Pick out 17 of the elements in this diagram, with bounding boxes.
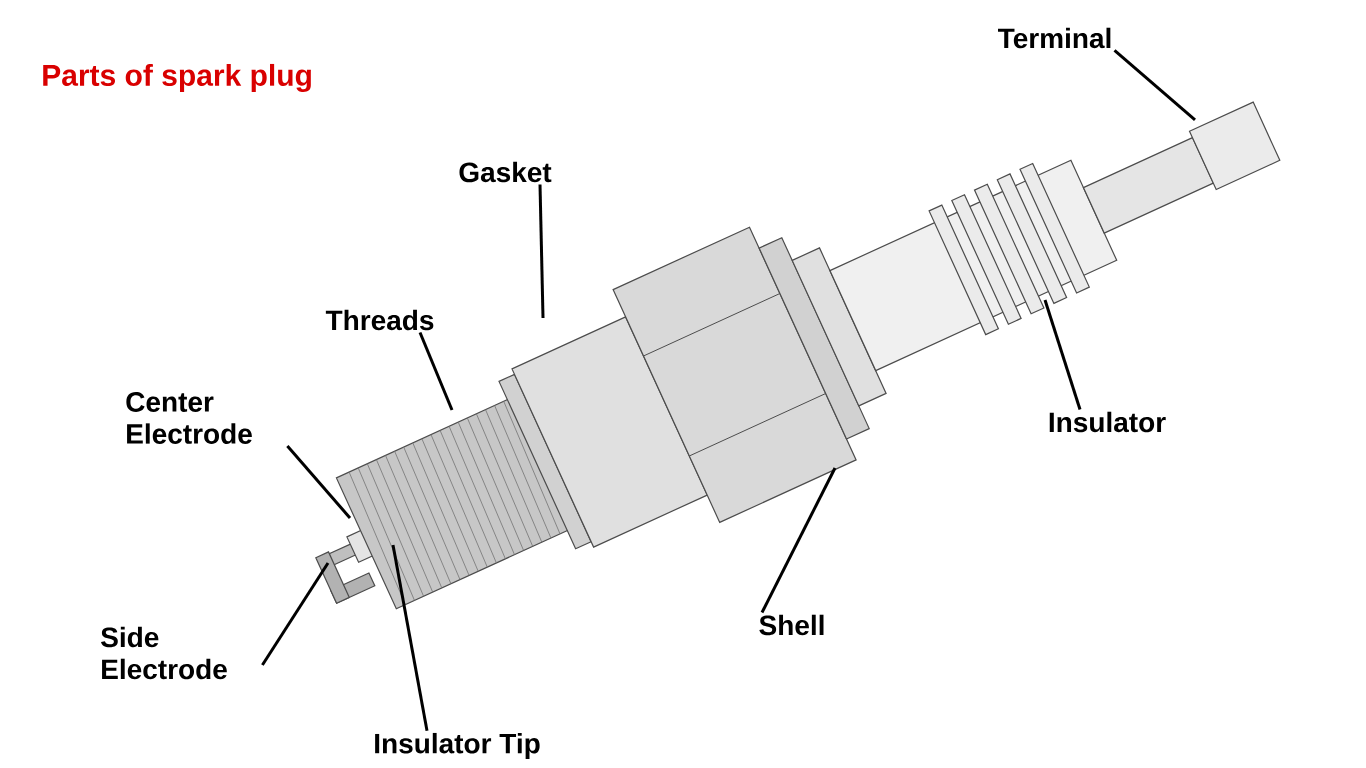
part-label: Gasket (459, 161, 552, 183)
leader-line (1113, 49, 1196, 122)
leader-line (538, 184, 545, 319)
part-label: Shell (759, 614, 824, 636)
leader-line (391, 544, 429, 731)
part-label: Center Electrode (126, 392, 252, 444)
part-label: Side Electrode (101, 626, 227, 680)
leader-line (261, 562, 330, 666)
leader-line (286, 445, 352, 519)
leader-line (1043, 299, 1082, 410)
part-label: Insulator Tip (375, 732, 540, 760)
leader-line (418, 331, 454, 411)
part-label: Terminal (998, 27, 1111, 49)
part-label: Threads (325, 309, 434, 331)
part-label: Insulator (1049, 411, 1166, 433)
title-text: Parts of spark plug (43, 63, 311, 93)
leader-line (760, 467, 837, 614)
